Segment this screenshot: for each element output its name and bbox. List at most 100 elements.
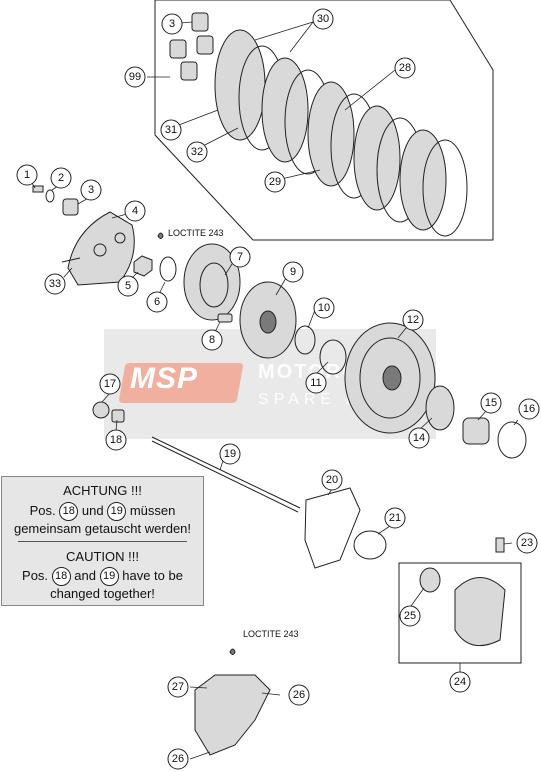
callout-26b: 26 — [167, 748, 189, 770]
svg-text:2: 2 — [58, 172, 64, 184]
callout-11: 11 — [305, 372, 327, 394]
svg-text:7: 7 — [237, 251, 243, 263]
screw-part — [32, 185, 44, 193]
svg-text:29: 29 — [269, 176, 281, 188]
svg-text:21: 21 — [389, 512, 401, 524]
callout-3b: 3 — [80, 179, 102, 201]
svg-text:24: 24 — [454, 676, 466, 688]
callout-19: 19 — [219, 443, 241, 465]
svg-text:25: 25 — [404, 610, 416, 622]
note-en-title: CAUTION !!! — [66, 549, 139, 564]
callout-24: 24 — [449, 671, 471, 693]
clutch-plates-stack — [214, 29, 468, 237]
loctite-drop-icon-lower — [229, 648, 236, 655]
callout-10: 10 — [313, 297, 335, 319]
callout-8: 8 — [201, 329, 223, 351]
svg-text:26: 26 — [293, 689, 305, 701]
loctite-label-lower: LOCTITE 243 — [243, 629, 299, 639]
primary-gear-part — [425, 385, 455, 431]
bearing-part — [294, 325, 316, 355]
svg-text:9: 9 — [290, 266, 296, 278]
svg-text:20: 20 — [326, 474, 338, 486]
pressure-cap-part — [67, 211, 135, 286]
piston-part — [419, 567, 441, 593]
svg-text:30: 30 — [317, 13, 329, 25]
bleed-screw-part — [495, 537, 505, 553]
callout-2: 2 — [50, 167, 72, 189]
svg-text:5: 5 — [125, 280, 131, 292]
push-rod-part — [151, 436, 301, 509]
slave-cylinder-part — [454, 577, 506, 647]
o-ring-part — [353, 530, 387, 560]
svg-text:6: 6 — [154, 296, 160, 308]
nut-part — [133, 255, 153, 277]
washer-part — [45, 189, 55, 203]
svg-text:27: 27 — [172, 681, 184, 693]
svg-text:15: 15 — [485, 397, 497, 409]
note-de-pos-label: Pos. — [29, 503, 56, 518]
svg-text:14: 14 — [413, 432, 425, 444]
callout-30: 30 — [312, 8, 334, 30]
note-de-ref-18: 18 — [59, 502, 79, 522]
callout-99: 99 — [124, 66, 146, 88]
callout-29: 29 — [264, 171, 286, 193]
svg-text:3: 3 — [169, 18, 175, 30]
note-en-and: and — [74, 568, 96, 583]
clutch-springs-group — [169, 12, 214, 81]
svg-text:17: 17 — [104, 378, 116, 390]
lock-washer-part — [159, 256, 177, 282]
spring-part — [62, 198, 79, 216]
note-en-pos-label: Pos. — [22, 568, 49, 583]
watermark-logo-text: MSP — [130, 362, 199, 395]
svg-text:99: 99 — [129, 71, 141, 83]
callout-20: 20 — [321, 469, 343, 491]
callout-18: 18 — [105, 429, 127, 451]
thrust-washer-part — [497, 421, 527, 459]
callout-27: 27 — [167, 676, 189, 698]
callout-5: 5 — [117, 275, 139, 297]
callout-7: 7 — [229, 246, 251, 268]
svg-text:23: 23 — [521, 537, 533, 549]
note-de-line2: gemeinsam getauscht werden! — [13, 521, 192, 536]
callout-15: 15 — [480, 392, 502, 414]
circlip-part — [319, 339, 347, 375]
callout-6: 6 — [146, 291, 168, 313]
note-en-ref-18: 18 — [51, 567, 71, 587]
damper-spring-part — [217, 313, 233, 323]
callout-31: 31 — [160, 119, 182, 141]
svg-text:19: 19 — [224, 448, 236, 460]
callout-17: 17 — [99, 373, 121, 395]
loctite-label-upper: LOCTITE 243 — [168, 228, 224, 238]
svg-text:12: 12 — [407, 314, 419, 326]
callout-16: 16 — [518, 398, 540, 420]
svg-text:3: 3 — [88, 184, 94, 196]
callout-21: 21 — [384, 507, 406, 529]
needle-bearing-part — [462, 417, 490, 445]
callout-12: 12 — [402, 309, 424, 331]
svg-text:31: 31 — [165, 124, 177, 136]
svg-text:16: 16 — [523, 403, 535, 415]
seal-ring-part — [92, 401, 110, 419]
callout-14: 14 — [408, 427, 430, 449]
note-de-ref-19: 19 — [107, 502, 127, 522]
note-divider — [18, 541, 187, 542]
loctite-drop-icon — [157, 232, 164, 239]
callout-25: 25 — [399, 605, 421, 627]
callout-4: 4 — [124, 200, 146, 222]
svg-text:11: 11 — [310, 377, 321, 389]
callout-33: 33 — [44, 273, 66, 295]
svg-text:26: 26 — [172, 753, 184, 765]
svg-text:32: 32 — [191, 146, 203, 158]
inner-clutch-hub-part — [183, 243, 241, 321]
clutch-pack-outline — [154, 0, 494, 241]
svg-text:28: 28 — [399, 62, 411, 74]
caution-note-box: ACHTUNG !!! Pos. 18 und 19 müssen gemein… — [1, 476, 204, 606]
callout-23: 23 — [516, 532, 538, 554]
note-de-title: ACHTUNG !!! — [63, 483, 142, 498]
note-en-have-to-be: have to be — [122, 568, 183, 583]
callout-28: 28 — [394, 57, 416, 79]
callout-26a: 26 — [288, 684, 310, 706]
svg-text:33: 33 — [49, 278, 61, 290]
svg-text:10: 10 — [318, 302, 330, 314]
